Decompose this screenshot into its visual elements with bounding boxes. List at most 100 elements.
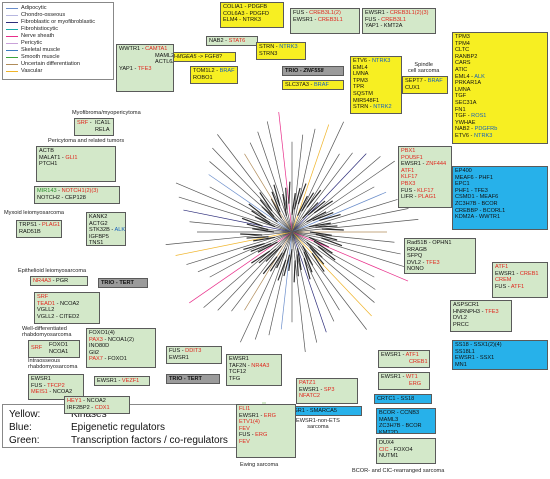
key-row: Yellow:Kinases <box>9 408 255 421</box>
label-myofibroma: Myofibroma/myopericytoma <box>72 110 141 116</box>
tree-inner-branch <box>303 257 311 280</box>
key-meaning: Epigenetic regulators <box>71 422 165 433</box>
box-line: EWSR1 - CREB1 <box>495 270 539 277</box>
box-line: MAML3 <box>379 416 399 423</box>
gene: CREB1 <box>519 270 539 277</box>
tree-inner-branch <box>276 247 287 269</box>
gene: SRF <box>37 294 49 300</box>
box-nab2-stat6: NAB2 - STAT6 <box>206 36 258 46</box>
label-line: sarcoma <box>307 424 329 431</box>
box-line: INO80D <box>89 343 110 350</box>
legend-item: Skeletal muscle <box>6 47 110 54</box>
box-fus-creb: FUS - CREB3L1(2) EWSR1 - CREB3L1 <box>290 8 360 34</box>
box-line: TCF12 <box>229 369 247 376</box>
box-line: Gli2 <box>89 349 99 356</box>
box-line: ETV1(4) <box>239 419 293 426</box>
tree-branch <box>291 231 340 311</box>
label-line: Intraosseous <box>28 358 61 364</box>
box-line: NFATC2 <box>299 393 355 400</box>
box-line: SRF <box>37 294 97 301</box>
box-hey1-ncoa2: HEY1 - NCOA2 IRF2BP2 - CDX1 <box>64 396 130 414</box>
gene: PAX3 <box>89 336 103 343</box>
box-line: MIR548F1 <box>353 97 380 104</box>
tree-inner-branch <box>315 225 338 228</box>
gene: ATF1 <box>510 283 525 290</box>
box-slc37a3-braf: SLC37A3 - BRAF <box>282 80 344 90</box>
tree-inner-branch <box>321 228 344 231</box>
tree-inner-branch <box>315 233 338 241</box>
legend-item: Pericytic <box>6 40 110 47</box>
tree-inner-branch <box>259 192 273 212</box>
gene: MEIS1 <box>31 389 48 396</box>
box-line: RRAGB <box>407 246 427 253</box>
gene: TFCP2 <box>47 382 65 389</box>
legend-swatch <box>6 29 18 30</box>
box-line: CARS <box>455 60 471 67</box>
box-line: HNRNPH3 - TFE3 <box>453 308 499 315</box>
box-srf-foxo1: SRF FOXO1 NCOA1 <box>28 340 80 358</box>
tree-inner-branch <box>306 241 323 258</box>
tree-branch <box>291 186 375 233</box>
box-line: ATF1 <box>401 168 449 175</box>
tree-branch <box>231 231 293 312</box>
box-line: EPC1 <box>455 181 470 188</box>
tree-inner-branch <box>306 189 322 208</box>
box-line: ACTB <box>39 148 54 154</box>
legend-item: Smooth muscle <box>6 54 110 61</box>
tree-branch <box>240 231 293 343</box>
tree-inner-branch <box>283 254 291 277</box>
gene: PBX1 <box>401 148 416 154</box>
legend-item: Fibrohistiocytic <box>6 26 110 33</box>
tree-inner-branch <box>321 237 343 247</box>
box-line: EWSR1 - ERG <box>239 412 277 419</box>
box-line: FUS - ATF1 <box>495 283 525 290</box>
box-line: TGF - ROS1 <box>455 113 487 120</box>
box-line: NUTM1 <box>379 453 399 460</box>
gene: ALK <box>474 73 485 80</box>
legend-label: Chondro-osseous <box>21 12 66 18</box>
box-line: POU5F1 <box>401 155 449 162</box>
label-bcor-cic: BCOR- and CIC-rearranged sarcoma <box>352 468 445 474</box>
box-ewsr1-vezf1: EWSR1 - VEZF1 <box>94 376 150 386</box>
box-colia1: COLIA1 - PDGFB COL6A3 - PDGFD ELM4 - NTR… <box>220 2 284 28</box>
box-trps1-plag1: TRPS1 - PLAG1 RAD51B <box>16 220 62 238</box>
tree-inner-branch <box>319 213 341 221</box>
tree-branch <box>291 191 387 233</box>
tree-branch <box>266 121 293 233</box>
tree-branch <box>291 231 376 290</box>
gene: CIC <box>379 446 389 453</box>
legend-swatch <box>6 22 18 23</box>
box-line: NONO <box>407 266 424 273</box>
tree-branch <box>291 152 353 233</box>
box-line: TNS1 <box>89 240 104 246</box>
tree-inner-branch <box>303 251 313 273</box>
box-line: LIFR - PLAG1 <box>401 194 437 201</box>
tree-inner-branch <box>296 248 302 271</box>
tree-branch <box>183 209 293 233</box>
tree-inner-branch <box>270 198 282 219</box>
tree-branch <box>209 231 293 278</box>
box-line: STK32B - ALK <box>89 227 126 234</box>
gene: KLF17 <box>401 174 418 181</box>
tree-inner-branch <box>313 200 333 214</box>
tree-inner-branch <box>253 236 275 242</box>
legend-swatch <box>6 50 18 51</box>
box-line: ETV6 - NTRK3 <box>455 132 493 139</box>
gene: ETV1(4) <box>239 419 260 426</box>
gene: ATF1 <box>401 167 415 174</box>
tree-branch <box>291 208 409 233</box>
gene: CREM <box>495 277 512 284</box>
tree-inner-branch <box>288 249 293 271</box>
tree-branch <box>189 221 293 233</box>
gene: GLI1 <box>65 154 78 161</box>
tree-inner-branch <box>302 245 314 266</box>
key-color: Blue: <box>9 422 32 433</box>
box-line: LMNA <box>455 86 471 93</box>
